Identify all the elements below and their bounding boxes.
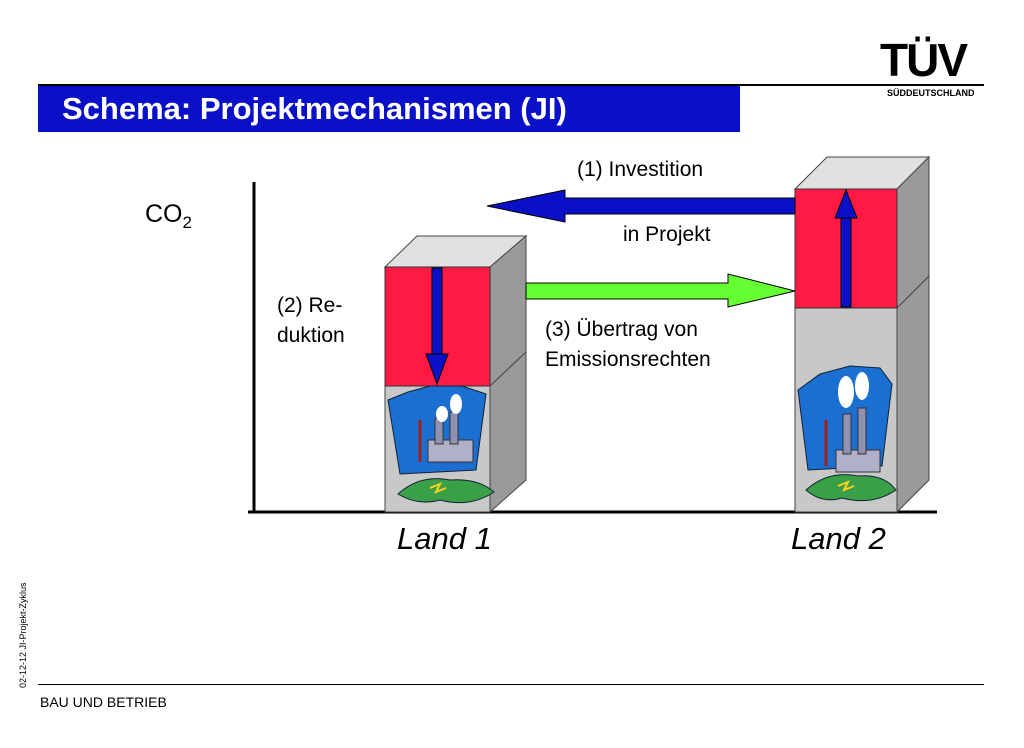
land-1-box-side: [489, 234, 527, 514]
footer-rule: [38, 684, 984, 685]
reduction-arrow: [425, 353, 449, 386]
transfer-arrow: [525, 273, 796, 308]
label-uebertrag-1: (3) Übertrag von: [545, 318, 698, 341]
y-axis-label: CO2: [145, 200, 192, 232]
factory-icon-1: [387, 385, 495, 504]
land-1-column: [383, 234, 528, 514]
land-2-column: [793, 155, 931, 514]
land-2-box-side: [896, 155, 930, 514]
side-note: 02-12-12 JI-Projekt-Zyklus: [18, 582, 28, 688]
label-reduktion-2: duktion: [277, 324, 345, 347]
label-investition: (1) Investition: [577, 158, 704, 181]
factory-icon-2: [797, 365, 897, 502]
label-reduktion-1: (2) Re-: [277, 294, 343, 317]
tuv-logo: TÜV: [880, 34, 968, 86]
label-in-projekt: in Projekt: [623, 223, 711, 246]
label-uebertrag-2: Emissionsrechten: [545, 348, 711, 371]
title-bar: [38, 86, 740, 132]
land-1-label: Land 1: [397, 521, 492, 556]
header-rule: [38, 84, 984, 86]
page-title: Schema: Projektmechanismen (JI): [62, 91, 567, 126]
footer-text: BAU UND BETRIEB: [40, 694, 167, 710]
tuv-logo-subtitle: SÜDDEUTSCHLAND: [887, 88, 975, 98]
investment-arrow: [486, 189, 796, 223]
land-2-label: Land 2: [791, 521, 886, 556]
increase-arrow: [834, 188, 858, 219]
